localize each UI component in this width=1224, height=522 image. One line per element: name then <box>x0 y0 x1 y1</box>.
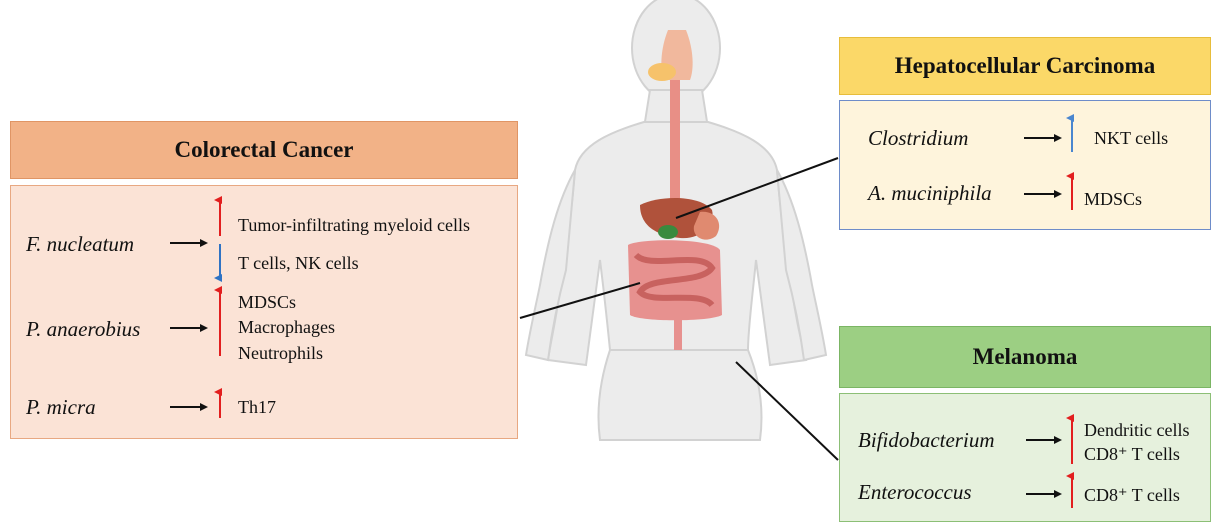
arrows-overlay <box>0 0 1224 522</box>
